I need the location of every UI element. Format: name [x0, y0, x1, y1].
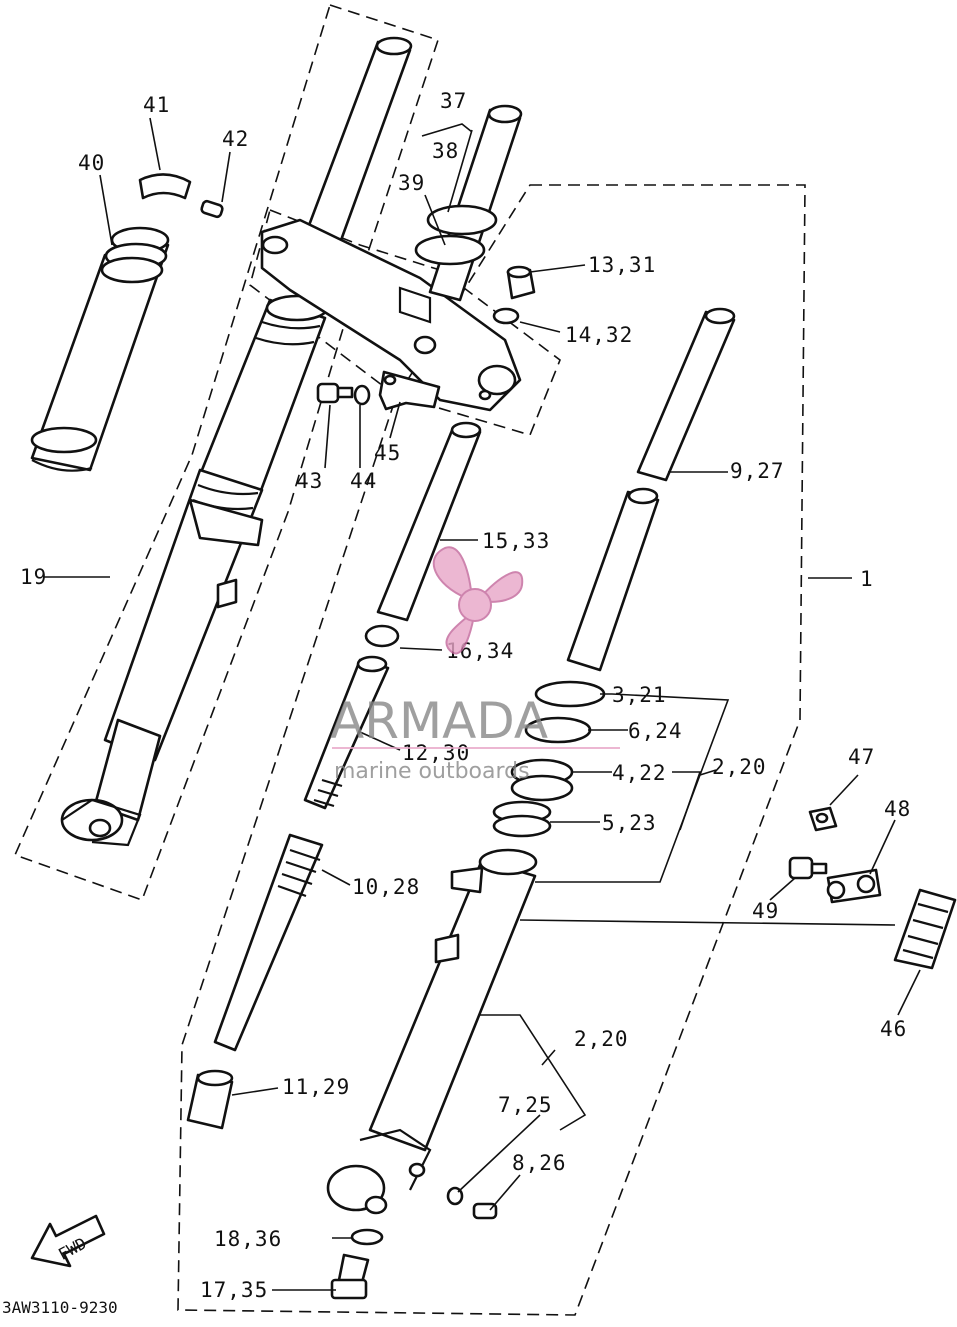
- label-3-21: 3,21: [612, 683, 667, 707]
- damper-rod: [213, 833, 324, 1052]
- clamp-screw: [200, 199, 224, 219]
- fork-spring-lower: [566, 487, 660, 672]
- fwd-arrow-icon: FWD: [30, 1214, 106, 1268]
- reflector-bolt: [788, 856, 828, 880]
- label-2-20-upper: 2,20: [712, 755, 767, 779]
- label-47: 47: [848, 745, 875, 769]
- steering-stem: [414, 104, 523, 302]
- label-18-36: 18,36: [214, 1227, 282, 1251]
- label-17-35: 17,35: [200, 1278, 268, 1302]
- reflector-bracket: [826, 868, 882, 904]
- fork-spring-upper: [636, 307, 736, 482]
- label-37: 37: [440, 89, 467, 113]
- label-9-27: 9,27: [730, 459, 785, 483]
- under-bracket: [260, 218, 522, 412]
- reflector: [893, 888, 957, 970]
- label-5-23: 5,23: [602, 811, 657, 835]
- label-4-22: 4,22: [612, 761, 667, 785]
- fork-boot-clamp: [138, 173, 192, 200]
- right-outer-tube: [326, 848, 538, 1215]
- label-12-30: 12,30: [402, 741, 470, 765]
- label-44: 44: [350, 469, 377, 493]
- label-2-20-lower: 2,20: [574, 1027, 629, 1051]
- drain-bolt: [472, 1202, 498, 1220]
- label-6-24: 6,24: [628, 719, 683, 743]
- cable-holder-bolt: [316, 382, 354, 404]
- fork-dust-boot: [30, 226, 170, 472]
- taper-spindle: [186, 1069, 234, 1130]
- label-7-25: 7,25: [498, 1093, 553, 1117]
- cable-holder: [378, 370, 441, 411]
- label-38: 38: [432, 139, 459, 163]
- slide-bush: [492, 800, 552, 838]
- label-42: 42: [222, 127, 249, 151]
- label-45: 45: [374, 441, 401, 465]
- cable-holder-washer: [353, 384, 371, 406]
- damper-bolt-gasket: [350, 1228, 384, 1246]
- rebound-spring: [303, 655, 390, 810]
- label-46: 46: [880, 1017, 907, 1041]
- label-10-28: 10,28: [352, 875, 420, 899]
- watermark-logo: ARMADA marine outboards: [330, 546, 620, 784]
- label-19: 19: [20, 565, 47, 589]
- label-41: 41: [143, 93, 170, 117]
- label-8-26: 8,26: [512, 1151, 567, 1175]
- label-49: 49: [752, 899, 779, 923]
- left-fork-assembly-outline: [13, 3, 440, 902]
- reflector-nut: [808, 806, 838, 832]
- watermark-brand: ARMADA: [330, 692, 548, 750]
- label-13-31: 13,31: [588, 253, 656, 277]
- right-inner-tube: [376, 421, 482, 622]
- damper-bolt: [330, 1253, 370, 1300]
- left-fork-lower-body: [60, 294, 329, 847]
- label-43: 43: [296, 469, 323, 493]
- left-inner-tube: [303, 36, 413, 245]
- label-11-29: 11,29: [282, 1075, 350, 1099]
- label-39: 39: [398, 171, 425, 195]
- label-48: 48: [884, 797, 911, 821]
- label-1: 1: [860, 567, 874, 591]
- label-40: 40: [78, 151, 105, 175]
- diagram-code: 3AW3110-9230: [2, 1298, 118, 1317]
- cap-bolt: [506, 265, 536, 300]
- label-14-32: 14,32: [565, 323, 633, 347]
- label-15-33: 15,33: [482, 529, 550, 553]
- right-fork-assembly-outline: [177, 184, 806, 1316]
- cap-bolt-washer: [492, 307, 520, 325]
- piston-ring: [364, 624, 400, 648]
- watermark-tagline: marine outboards: [334, 759, 530, 784]
- propeller-icon: [432, 546, 524, 655]
